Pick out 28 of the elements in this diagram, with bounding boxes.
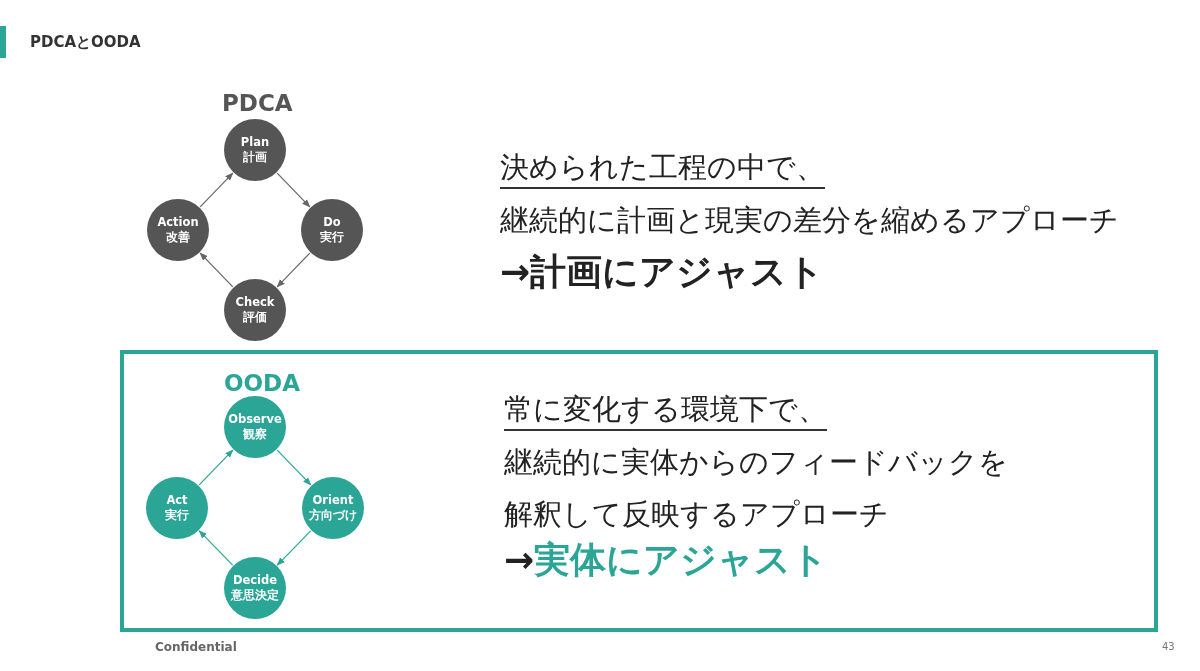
- page-number: 43: [1162, 641, 1175, 652]
- cycle-circle: Do 実行: [301, 199, 363, 261]
- highlight-frame: [120, 350, 1158, 632]
- conclusion-text: →実体にアジャスト: [504, 540, 829, 580]
- arrow: [276, 530, 312, 566]
- arrow: [198, 530, 234, 566]
- cycle-circle: Orient 方向づけ: [302, 477, 364, 539]
- diagram-heading: PDCA: [222, 90, 293, 116]
- arrow: [276, 449, 312, 486]
- cycle-circle: Decide 意思決定: [224, 557, 286, 619]
- diagram-heading: OODA: [224, 370, 300, 396]
- statement-line: 継続的に計画と現実の差分を縮めるアプローチ: [500, 202, 1119, 239]
- cycle-circle: Act 実行: [146, 477, 208, 539]
- cycle-circle: Observe 観察: [224, 396, 286, 458]
- statement-line: 決められた工程の中で、: [500, 147, 825, 189]
- footer-text: Confidential: [155, 640, 237, 654]
- cycle-circle: Action 改善: [147, 199, 209, 261]
- cycle-circle: Plan 計画: [224, 119, 286, 181]
- arrow: [276, 172, 311, 208]
- arrow: [276, 252, 311, 288]
- arrow: [199, 172, 234, 208]
- statement-line: 常に変化する環境下で、: [504, 389, 827, 431]
- slide-title: PDCAとOODA: [30, 33, 141, 52]
- statement-text: 継続的に実体からのフィードバックを解釈して反映するアプローチ: [504, 444, 1009, 533]
- arrow: [199, 252, 234, 288]
- arrow: [198, 449, 234, 486]
- conclusion-text: →計画にアジャスト: [500, 252, 825, 292]
- cycle-circle: Check 評価: [224, 279, 286, 341]
